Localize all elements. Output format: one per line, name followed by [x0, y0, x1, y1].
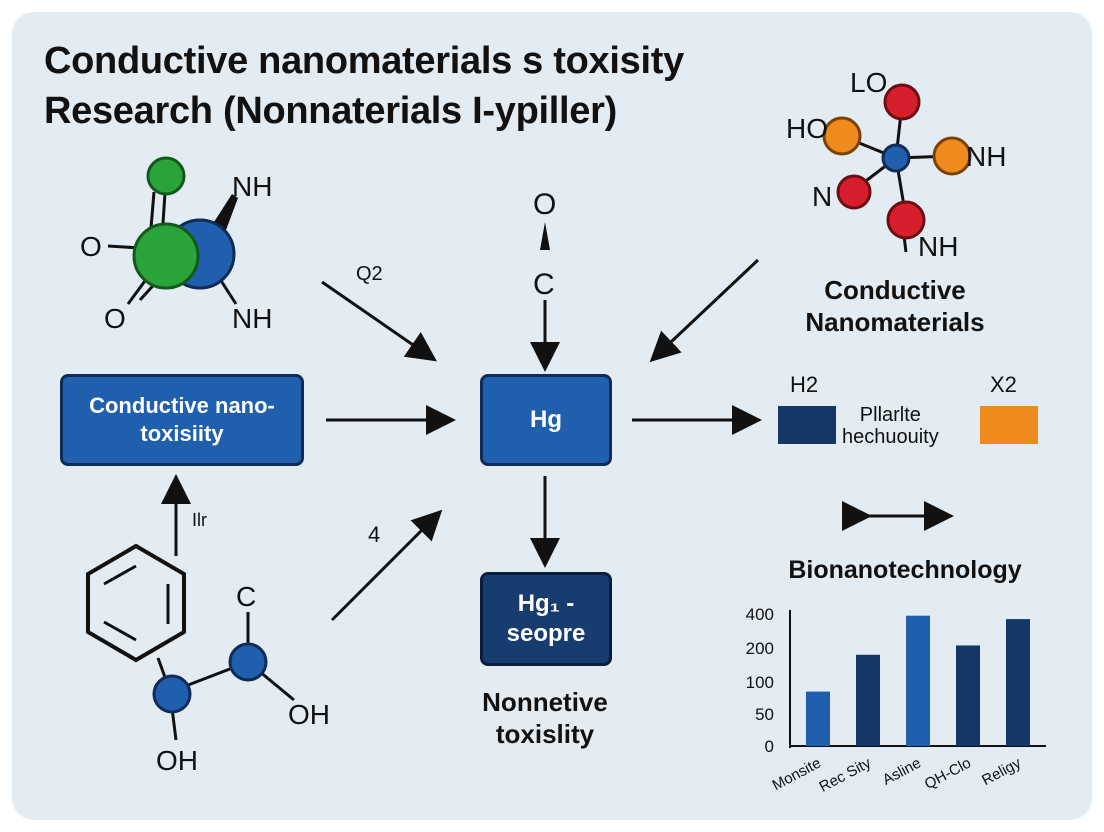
x-label-monsite: Monsite	[770, 755, 824, 795]
legend-text-line-2: hechuouity	[842, 426, 939, 448]
box-left-line-2: toxisiity	[140, 421, 224, 446]
atom-label-n: N	[812, 181, 832, 212]
arrow-label-q2: Q2	[356, 263, 383, 285]
atom-label-c: C	[236, 581, 256, 612]
arrow-label-ilr: Ilr	[192, 510, 207, 530]
bar-rec-sity	[856, 654, 880, 746]
caption-nonnetive-toxicity: Nonnetive toxislity	[440, 686, 650, 750]
arrow-label-4: 4	[368, 522, 380, 547]
box-left-line-1: Conductive nano-	[89, 393, 275, 418]
caption-conductive-line-2: Nanomaterials	[805, 307, 985, 337]
caption-nonnetive-line-2: toxislity	[495, 719, 595, 749]
legend-label-x2: X2	[990, 372, 1017, 397]
box-conductive-nanotoxicity: Conductive nano- toxisiity	[60, 374, 304, 466]
y-tick-0: 0	[765, 737, 774, 756]
atom-label-oh-bottom: OH	[156, 745, 198, 776]
atom-label-ho: HO	[786, 113, 828, 144]
bar-religy	[1006, 619, 1030, 746]
y-tick-50: 50	[755, 705, 774, 724]
box-bottom-line-2: seopre	[506, 620, 586, 647]
y-tick-200: 200	[746, 639, 774, 658]
x-label-religy: Religy	[979, 754, 1024, 789]
caption-conductive-line-1: Conductive	[824, 275, 966, 305]
legend-swatch-blue	[778, 406, 836, 444]
molecule-bottom-left: C OH OH	[86, 543, 330, 776]
bar-monsite	[806, 691, 830, 746]
box-hg-label: Hg	[530, 406, 562, 433]
atom-label-nh-right: NH	[966, 141, 1006, 172]
legend-label-h2: H2	[790, 372, 819, 397]
atom-label-nh-top: NH	[232, 171, 272, 202]
atom-label-oh-right: OH	[288, 699, 330, 730]
flow-arrows: Q2 Ilr 4 O C	[161, 188, 954, 622]
arrow-bottomleft-to-hg	[330, 509, 443, 622]
label-o-top: O	[533, 188, 556, 221]
box-bottom-line-1: Hg₁ -	[517, 590, 575, 617]
legend-swatch-orange	[980, 406, 1038, 444]
x-label-asline: Asline	[880, 755, 924, 789]
box-hg: Hg	[480, 374, 612, 466]
y-tick-400: 400	[746, 605, 774, 624]
arrow-topleft-to-hg	[321, 280, 437, 362]
caption-conductive-nanomaterials: Conductive Nanomaterials	[770, 274, 1020, 338]
diagram-title: Conductive nanomaterials s toxisity Rese…	[44, 36, 684, 136]
legend-text-line-1: Pllarlte	[859, 404, 921, 426]
label-c-top: C	[533, 268, 555, 301]
atom-label-nh-bottom-right: NH	[918, 231, 958, 262]
bar-asline	[906, 615, 930, 746]
y-tick-100: 100	[746, 673, 774, 692]
atom-label-o-bottom: O	[104, 303, 126, 334]
arrow-topright-to-hg	[649, 258, 760, 363]
x-label-qh-clo: QH-Clo	[922, 755, 974, 793]
molecule-top-right: LO HO NH N NH	[786, 67, 1006, 262]
atom-label-o-left: O	[80, 231, 102, 262]
legend-text: Pllarlte hechuouity	[842, 404, 939, 448]
arrow-up-small	[540, 222, 550, 250]
title-line-1: Conductive nanomaterials s toxisity	[44, 40, 684, 82]
box-hg-seopre: Hg₁ - seopre	[480, 572, 612, 666]
caption-nonnetive-line-1: Nonnetive	[482, 687, 608, 717]
molecule-top-left: NH O O NH	[80, 156, 272, 334]
bar-qh-clo	[956, 645, 980, 746]
atom-label-lo: LO	[850, 67, 887, 98]
caption-bionanotechnology: Bionanotechnology	[788, 556, 1022, 584]
x-label-rec-sity: Rec Sity	[817, 754, 875, 795]
title-line-2: Research (Nonnaterials I-ypiller)	[44, 90, 617, 132]
atom-label-nh-bottom: NH	[232, 303, 272, 334]
